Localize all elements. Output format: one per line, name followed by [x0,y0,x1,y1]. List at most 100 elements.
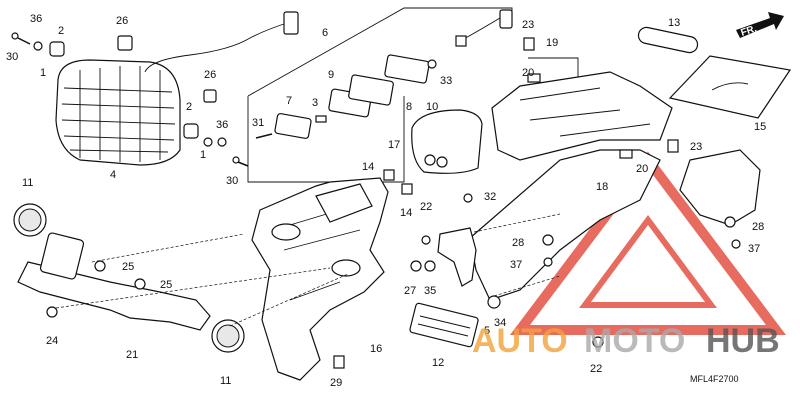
callout: 25 [122,261,134,273]
callout: 27 [404,285,416,297]
callout: 25 [160,279,172,291]
grommet-10 [427,59,437,69]
screw-32 [463,193,473,203]
nut-25-right [134,278,146,290]
rear-fender-lower-18 [469,149,661,301]
rear-fender-19 [491,71,673,161]
reference-code: MFL4F2700 [690,374,739,384]
callout: 37 [510,259,522,271]
callout: 7 [286,95,292,107]
bolt-37-right [731,239,741,249]
clip-14-left [383,169,395,181]
callout: 23 [522,19,534,31]
callout: 17 [388,139,400,151]
sheet-15-mark [711,82,749,91]
reflector-13 [637,26,699,54]
clip-20-right [619,149,633,159]
callout: 2 [186,101,192,113]
grommet-2-mid [183,123,199,139]
clip-14-right [401,183,413,195]
leader-lines [55,213,561,327]
callout: 26 [204,69,216,81]
screw-30-top [11,32,31,45]
callout: 28 [512,237,524,249]
wire-harness-right [461,17,501,41]
callout: 2 [58,25,64,37]
callout: 19 [546,37,558,49]
callout: 3 [312,97,318,109]
callout: 16 [370,343,382,355]
reflector-bracket-21 [17,261,211,331]
grommet-2-top [49,41,65,57]
callout: 26 [116,15,128,27]
watermark-triangle [509,151,787,335]
washer-28-right [724,216,736,228]
callout: 5 [484,325,490,337]
bolt-23-top [523,37,535,51]
callout: 1 [200,149,206,161]
washer-28-left [542,234,554,246]
callout: 13 [668,17,680,29]
clip-20-top [527,73,541,83]
callout: 1 [40,67,46,79]
reflector-bracket-upper [39,232,85,280]
side-bracket-right [679,149,761,226]
callout: 14 [400,207,412,219]
callout-labels: 36 2 30 1 26 26 4 2 36 1 30 6 7 31 3 9 8… [6,13,766,389]
sheet-15 [668,55,792,119]
nut-34 [487,295,501,309]
callout: 21 [126,349,138,361]
callout: 4 [110,169,116,181]
grommet-26-mid [203,89,217,103]
socket-right [455,35,467,47]
callout: 35 [424,285,436,297]
callout: 32 [484,191,496,203]
callout: 11 [220,375,231,387]
screw-31 [255,133,273,139]
callout: 31 [252,117,264,129]
callout: 37 [748,243,760,255]
watermark-auto: AUTO [472,322,568,360]
callout: 10 [426,101,438,113]
collar-1 [203,137,213,147]
connector-right [499,9,513,29]
front-direction-arrow: FR. [736,12,784,39]
washer-36-top [33,41,43,51]
license-light-lens-7 [274,113,312,139]
bolt-29 [333,355,345,369]
bolt-22-lower [592,336,604,348]
screw-30-mid [232,156,249,167]
watermark-moto: MOTO [584,322,685,360]
watermark-hub: HUB [706,322,780,360]
license-light-case [348,74,394,106]
washer-36-mid [217,137,227,147]
callout: 30 [6,51,18,63]
rear-reflector-12 [409,302,479,348]
callout: 12 [432,357,444,369]
callout: 30 [226,175,238,187]
wire-harness-upper [144,21,291,73]
nut-27 [410,260,422,272]
grommet-26-top [117,35,133,51]
stay-bracket [437,227,477,287]
callout: 22 [420,201,432,213]
callout: 15 [754,121,766,133]
tail-light-assembly [55,59,181,166]
callout: 6 [322,27,328,39]
watermark-text: AUTO MOTO HUB [472,322,780,360]
callout: 28 [752,221,764,233]
callout: 36 [216,119,228,131]
connector-upper [283,11,299,35]
bolt-23-right [667,139,679,153]
callout: 33 [440,75,452,87]
front-direction-label: FR. [740,23,759,39]
callout: 34 [494,317,506,329]
callout: 20 [636,163,648,175]
bolt-37-left [543,257,553,267]
callout: 36 [30,13,42,25]
license-light-base-8 [384,54,430,84]
bolt-24 [46,306,58,318]
callout: 11 [22,177,33,189]
callout: 22 [590,363,602,375]
